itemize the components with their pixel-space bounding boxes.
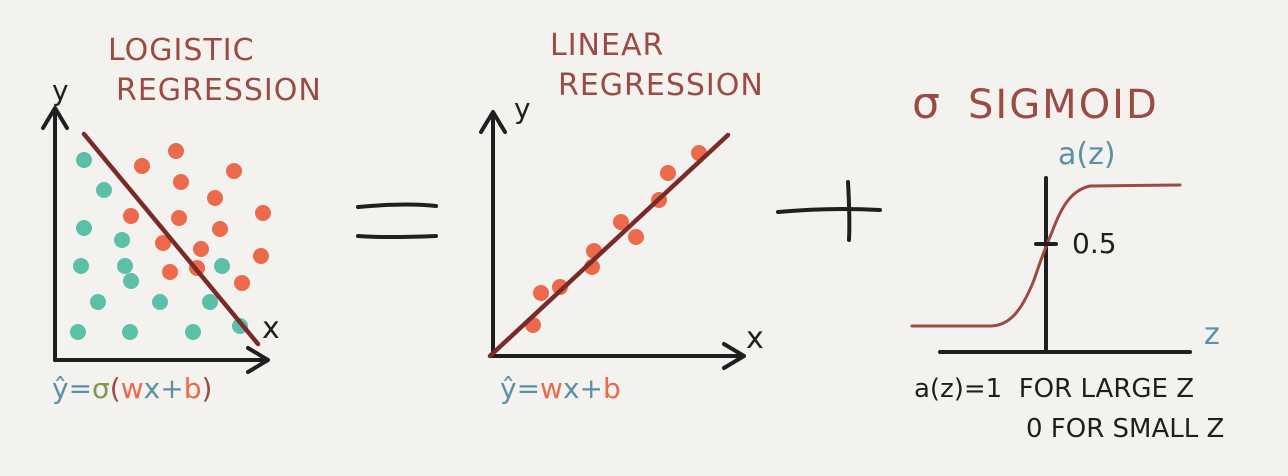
linear-formula-eq: = xyxy=(517,372,540,405)
orange-point xyxy=(171,210,187,226)
logistic-formula-yhat: ŷ xyxy=(52,372,69,405)
linear-title-line1: LINEAR xyxy=(550,28,664,63)
linear-y-arrowhead xyxy=(479,110,507,134)
linear-point xyxy=(533,285,549,301)
logistic-x-arrowhead xyxy=(246,346,270,374)
linear-fit-line xyxy=(487,132,731,359)
orange-point xyxy=(255,205,271,221)
logistic-formula-x: x xyxy=(144,372,161,405)
teal-point xyxy=(70,324,86,340)
linear-title-line2: REGRESSION xyxy=(558,68,764,103)
linear-x-arrowhead xyxy=(722,342,746,370)
teal-point xyxy=(117,258,133,274)
teal-point xyxy=(114,232,130,248)
logistic-title-line1: LOGISTIC xyxy=(108,33,255,68)
sigmoid-panel: σ SIGMOID a(z) z 0.5 a(z)=1 FOR LARGE Z … xyxy=(910,78,1224,444)
teal-point xyxy=(76,220,92,236)
linear-formula-w: w xyxy=(540,372,563,405)
teal-point xyxy=(90,294,106,310)
logistic-formula-open: ( xyxy=(110,372,121,405)
teal-point xyxy=(122,324,138,340)
sigmoid-x-label: z xyxy=(1204,317,1220,352)
orange-point xyxy=(123,208,139,224)
equals-sign xyxy=(356,202,438,240)
teal-point xyxy=(214,258,230,274)
teal-point xyxy=(73,258,89,274)
sigmoid-note-line1: a(z)=1 FOR LARGE Z xyxy=(914,374,1194,404)
teal-point xyxy=(185,324,201,340)
linear-formula-x: x xyxy=(563,372,580,405)
linear-formula: ŷ=wx+b xyxy=(500,372,621,405)
sigmoid-title: SIGMOID xyxy=(968,82,1159,128)
logistic-formula-b: b xyxy=(184,372,202,405)
linear-point xyxy=(552,279,568,295)
logistic-title-line2: REGRESSION xyxy=(116,73,322,108)
logistic-formula-eq: = xyxy=(69,372,92,405)
orange-point xyxy=(134,158,150,174)
logistic-formula-plus: + xyxy=(160,372,183,405)
linear-x-label: x xyxy=(746,321,764,356)
logistic-formula: ŷ=σ(wx+b) xyxy=(52,372,212,405)
logistic-formula-w: w xyxy=(121,372,144,405)
orange-point xyxy=(234,275,250,291)
linear-points xyxy=(525,145,707,333)
sigmoid-y-label: a(z) xyxy=(1058,137,1116,172)
teal-point xyxy=(202,294,218,310)
plus-sign xyxy=(776,180,882,242)
sigmoid-mid-label: 0.5 xyxy=(1072,227,1117,260)
linear-formula-b: b xyxy=(603,372,621,405)
logistic-y-label: y xyxy=(52,74,69,107)
sigmoid-title-symbol: σ xyxy=(912,78,940,129)
linear-point xyxy=(660,165,676,181)
orange-point xyxy=(155,235,171,251)
orange-point xyxy=(168,143,184,159)
linear-y-label: y xyxy=(514,92,531,125)
orange-point xyxy=(212,221,228,237)
linear-panel: LINEAR REGRESSION y x ŷ=wx+b xyxy=(479,28,764,405)
logistic-formula-close: ) xyxy=(201,372,212,405)
orange-point xyxy=(226,163,242,179)
teal-point xyxy=(76,152,92,168)
teal-point xyxy=(96,182,112,198)
logistic-panel: LOGISTIC REGRESSION y x xyxy=(41,33,322,405)
linear-point xyxy=(613,214,629,230)
orange-point xyxy=(162,264,178,280)
teal-point xyxy=(152,294,168,310)
sigmoid-curve xyxy=(910,183,1182,328)
orange-point xyxy=(193,241,209,257)
orange-point xyxy=(173,174,189,190)
sigmoid-note-line2: 0 FOR SMALL Z xyxy=(1026,414,1224,444)
logistic-decision-boundary xyxy=(81,131,261,347)
teal-point xyxy=(123,273,139,289)
logistic-x-label: x xyxy=(262,311,280,346)
logistic-formula-sigma: σ xyxy=(92,372,110,405)
logistic-orange-points xyxy=(123,143,271,291)
linear-formula-yhat: ŷ xyxy=(500,372,517,405)
logistic-y-arrowhead xyxy=(41,106,69,130)
linear-point xyxy=(628,229,644,245)
linear-formula-plus: + xyxy=(580,372,603,405)
orange-point xyxy=(253,248,269,264)
orange-point xyxy=(207,190,223,206)
